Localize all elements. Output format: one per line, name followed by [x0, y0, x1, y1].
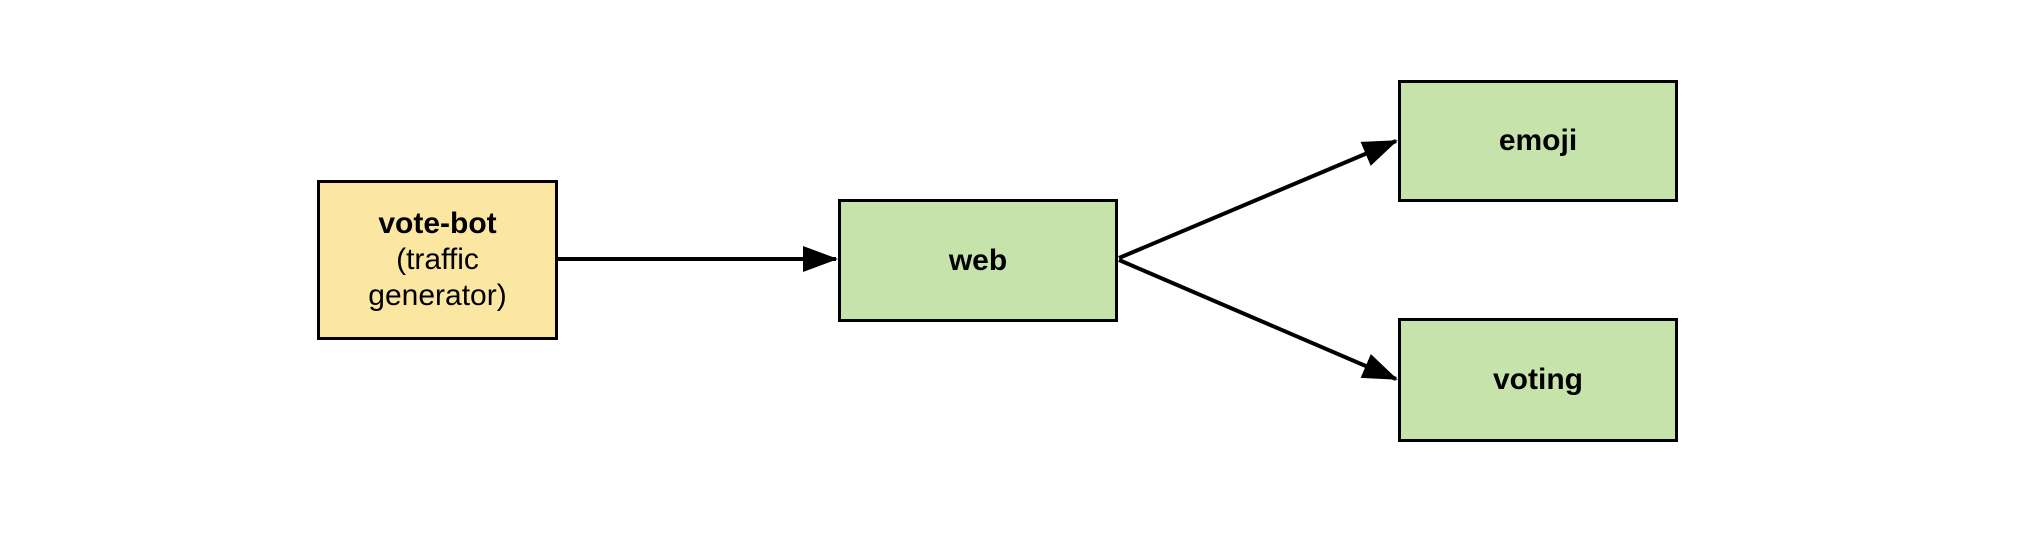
node-vote-bot: vote-bot (traffic generator) [317, 180, 558, 340]
edge-web-to-emoji [1118, 139, 1398, 260]
node-voting: voting [1398, 318, 1678, 442]
node-vote-bot-subtitle: (traffic generator) [368, 243, 507, 312]
node-emoji: emoji [1398, 80, 1678, 202]
node-voting-title: voting [1493, 363, 1583, 396]
edge-web-to-voting [1118, 258, 1398, 381]
node-web-title: web [948, 243, 1008, 277]
node-emoji-title: emoji [1498, 124, 1578, 157]
node-vote-bot-title: vote-bot [378, 207, 497, 240]
node-web: web [838, 199, 1118, 322]
